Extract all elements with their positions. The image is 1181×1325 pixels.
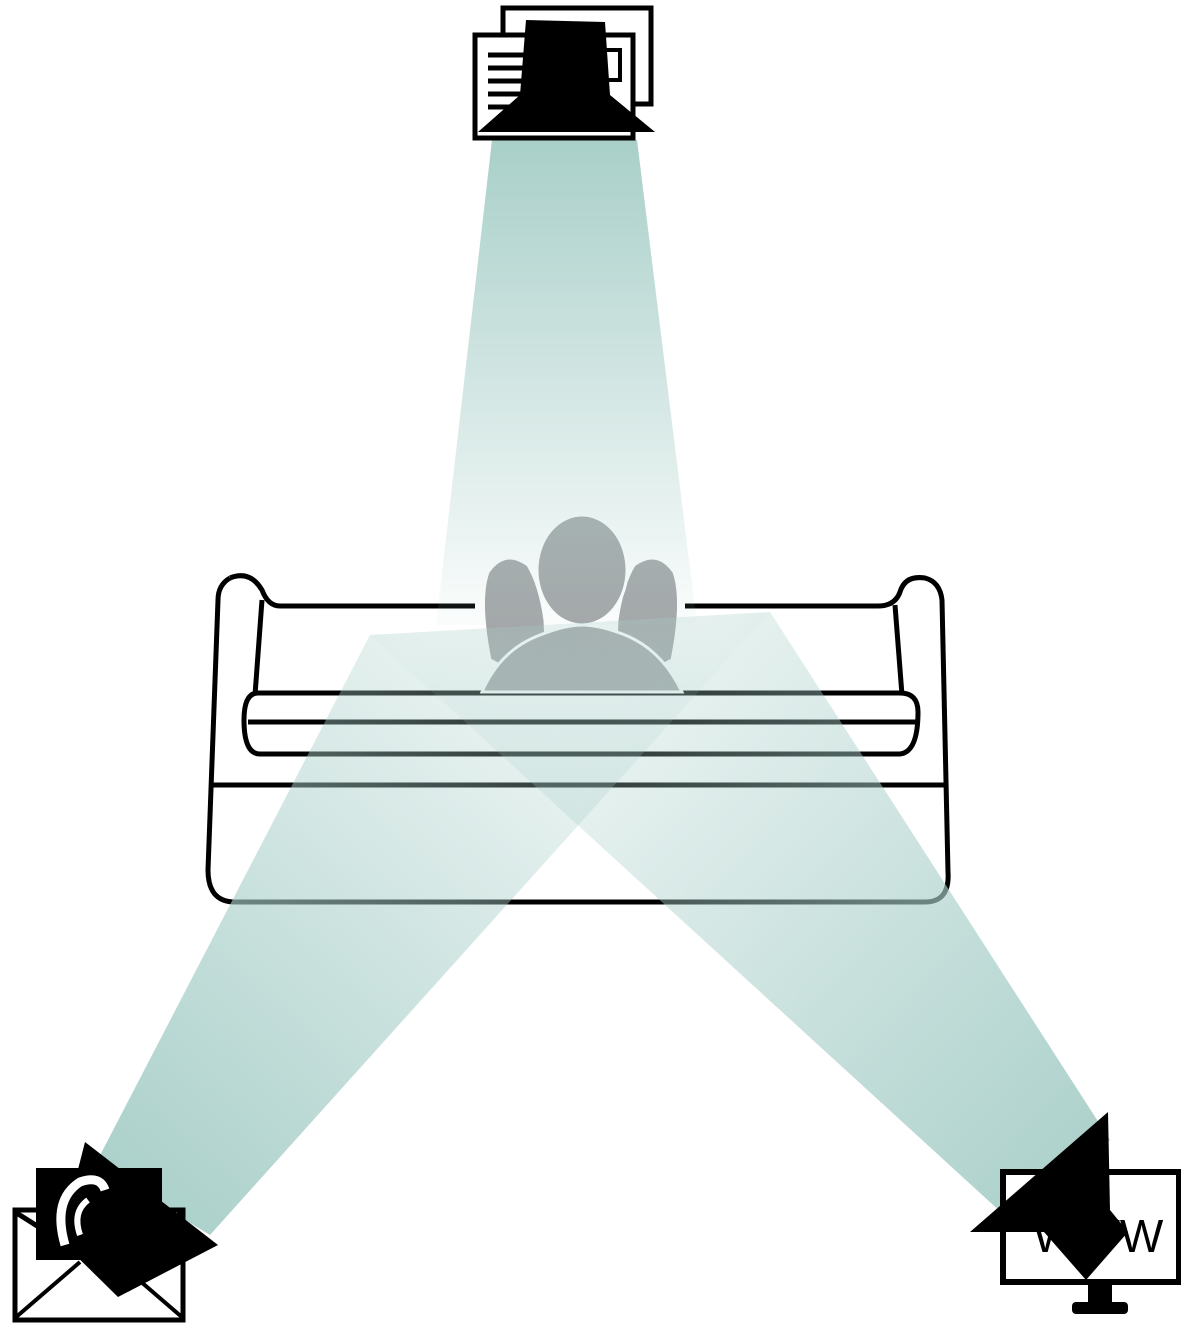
beam-top [436,140,697,625]
documents-icon [475,8,655,138]
